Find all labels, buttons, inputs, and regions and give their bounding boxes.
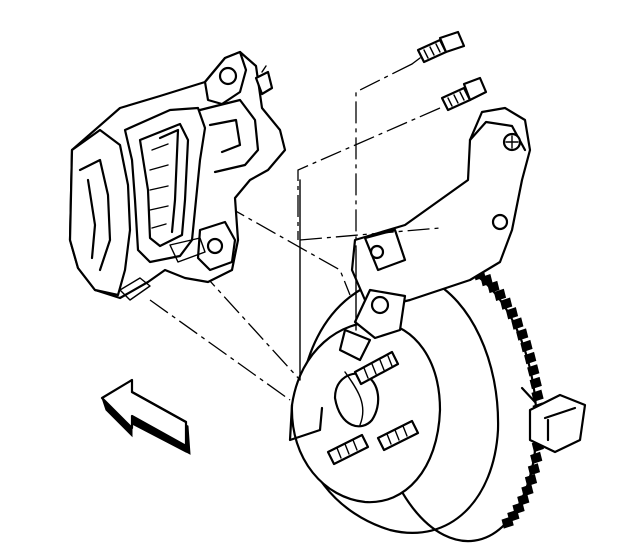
mounting-bolt-lower <box>440 76 488 112</box>
rotor-tooth <box>501 516 514 529</box>
rotor-tooth <box>516 328 529 341</box>
rotor-tooth <box>505 307 519 320</box>
rotor-tooth <box>527 463 541 476</box>
rotor-tooth <box>521 484 534 497</box>
front-direction-arrow-icon <box>100 378 191 455</box>
rotor-tooth <box>524 351 537 365</box>
rotor-tooth <box>530 451 543 465</box>
rotor-tooth <box>520 339 533 353</box>
wheel-stud-1 <box>353 350 400 386</box>
rotor-tooth <box>527 364 540 377</box>
rotor-tooth <box>529 376 542 390</box>
rotor-tooth <box>493 288 507 302</box>
rotor-tooth <box>511 317 524 330</box>
rotor-tooth <box>517 493 530 506</box>
wheel-stud-3 <box>376 419 420 452</box>
brake-rotor <box>288 261 538 543</box>
knuckle-foot <box>520 386 587 454</box>
rotor-tooth <box>480 273 493 287</box>
mounting-bolt-upper <box>411 30 466 65</box>
alignment-lines <box>149 63 441 401</box>
brake-caliper <box>68 50 287 301</box>
wheel-stud-2 <box>326 433 370 466</box>
caliper-mounting-bracket <box>338 106 532 362</box>
rotor-tooth <box>487 280 500 294</box>
rotor-tooth <box>531 389 544 402</box>
rotor-tooth <box>500 297 513 310</box>
rotor-tooth <box>524 474 538 487</box>
